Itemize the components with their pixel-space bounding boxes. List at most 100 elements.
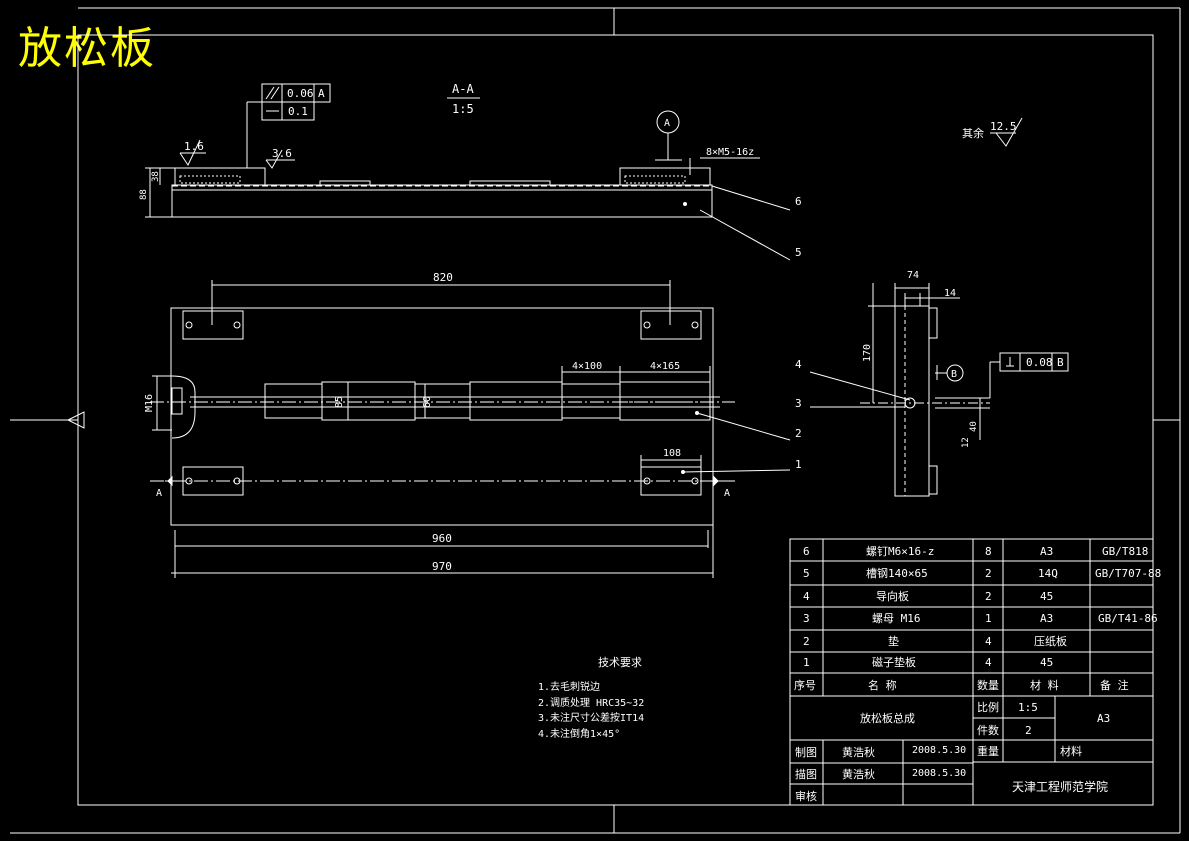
perp-tolerance: 0.08 (1026, 356, 1053, 369)
bom-name: 螺钉M6×16-z (866, 545, 934, 558)
guide-block-right (619, 167, 711, 186)
datum-a-label: A (664, 118, 670, 129)
dim-12: 12 (961, 437, 971, 448)
dim-88: 88 (139, 189, 149, 200)
section-mark-right: A (724, 488, 730, 499)
perp-datum: B (1057, 356, 1064, 369)
tech-item: 2.调质处理 HRC35~32 (538, 697, 644, 709)
bom-header-no: 序号 (794, 678, 816, 692)
bom-no: 3 (803, 612, 810, 625)
bom-note: GB/T818 (1102, 545, 1148, 558)
bom-header-note: 备 注 (1100, 678, 1129, 692)
trace-name: 黄浩秋 (842, 767, 875, 781)
roughness-2: 3.6 (272, 147, 292, 160)
side-channel (894, 305, 930, 497)
dim-m16: M16 (144, 394, 155, 412)
bom-header-qty: 数量 (977, 679, 999, 692)
dim-85: 85 (334, 396, 345, 408)
drawing-title: 放松板 (18, 23, 156, 74)
shaft-segment-6 (619, 381, 711, 421)
draw-label: 制图 (795, 746, 817, 759)
tech-item: 3.未注尺寸公差按IT14 (538, 711, 644, 724)
bom-no: 1 (803, 656, 810, 669)
shaft-segment-5 (561, 383, 621, 419)
bom-mat: 压纸板 (1034, 634, 1067, 648)
school-name: 天津工程师范学院 (1012, 779, 1108, 794)
dim-4x100: 4×100 (572, 361, 602, 372)
dim-60: 60 (422, 396, 433, 408)
bom-header-mat: 材 料 (1030, 678, 1059, 692)
center-arrow-icon (66, 411, 85, 429)
callout-5: 5 (795, 246, 802, 259)
parallel-tolerance: 0.06 (287, 87, 314, 100)
shaft-segment-1 (264, 383, 323, 419)
dim-14: 14 (944, 288, 956, 299)
dim-38: 38 (151, 171, 161, 182)
datum-b-label: B (951, 369, 957, 380)
bom-mat: 14Q (1038, 567, 1058, 580)
bom-name: 垫 (888, 634, 899, 648)
count-value: 2 (1025, 724, 1032, 737)
bom-header-name: 名 称 (868, 678, 897, 692)
section-scale: 1:5 (452, 102, 474, 116)
assembly-name: 放松板总成 (860, 711, 915, 725)
callout-2: 2 (795, 427, 802, 440)
material-label: 材料 (1060, 744, 1082, 758)
thread-note: 8×M5-16z (706, 147, 754, 158)
bom-mat: 45 (1040, 590, 1053, 603)
scale-label: 比例 (977, 700, 999, 714)
bom-mat: 45 (1040, 656, 1053, 669)
section-label: A-A (452, 82, 474, 96)
straight-tolerance: 0.1 (288, 105, 308, 118)
title-block (789, 538, 1154, 806)
tech-item: 1.去毛刺锐边 (538, 680, 600, 693)
guide-block-left (174, 167, 266, 186)
roughness-rest-label: 其余 (962, 126, 984, 140)
dim-960: 960 (432, 532, 452, 545)
dim-74: 74 (907, 270, 919, 281)
roughness-1: 1.6 (184, 140, 204, 153)
bom-name: 槽钢140×65 (866, 567, 928, 580)
bom-mat: A3 (1040, 545, 1053, 558)
pad-top-left (182, 310, 244, 340)
review-label: 审核 (795, 789, 817, 803)
parallel-datum: A (318, 87, 325, 100)
dim-170: 170 (862, 344, 873, 362)
bom-no: 2 (803, 635, 810, 648)
callout-6: 6 (795, 195, 802, 208)
dim-4x165: 4×165 (650, 361, 680, 372)
bom-qty: 4 (985, 656, 992, 669)
bom-note: GB/T707-88 (1095, 567, 1161, 580)
weight-label: 重量 (977, 744, 999, 758)
draw-name: 黄浩秋 (842, 745, 875, 759)
draw-date: 2008.5.30 (912, 745, 966, 756)
dim-40: 40 (969, 421, 979, 432)
dim-970: 970 (432, 560, 452, 573)
section-mark-left: A (156, 488, 162, 499)
count-label: 件数 (977, 724, 999, 737)
shaft-segment-4 (469, 381, 563, 421)
trace-date: 2008.5.30 (912, 768, 966, 779)
bom-qty: 8 (985, 545, 992, 558)
callout-4: 4 (795, 358, 802, 371)
bom-no: 4 (803, 590, 810, 603)
bom-no: 5 (803, 567, 810, 580)
bom-qty: 2 (985, 567, 992, 580)
tech-item: 4.未注倒角1×45° (538, 727, 620, 740)
bom-name: 螺母 M16 (872, 612, 921, 625)
roughness-rest: 12.5 (990, 120, 1017, 133)
sheet-size: A3 (1097, 712, 1110, 725)
bom-qty: 1 (985, 612, 992, 625)
bom-note: GB/T41-86 (1098, 612, 1158, 625)
bom-qty: 2 (985, 590, 992, 603)
bom-no: 6 (803, 545, 810, 558)
nut-shape (171, 375, 196, 439)
bom-name: 导向板 (876, 589, 909, 603)
callout-1: 1 (795, 458, 802, 471)
trace-label: 描图 (795, 767, 817, 781)
bom-name: 磁子垫板 (872, 655, 916, 669)
dim-108: 108 (663, 448, 681, 459)
base-plate (170, 307, 714, 526)
scale-value: 1:5 (1018, 701, 1038, 714)
dim-820: 820 (433, 271, 453, 284)
